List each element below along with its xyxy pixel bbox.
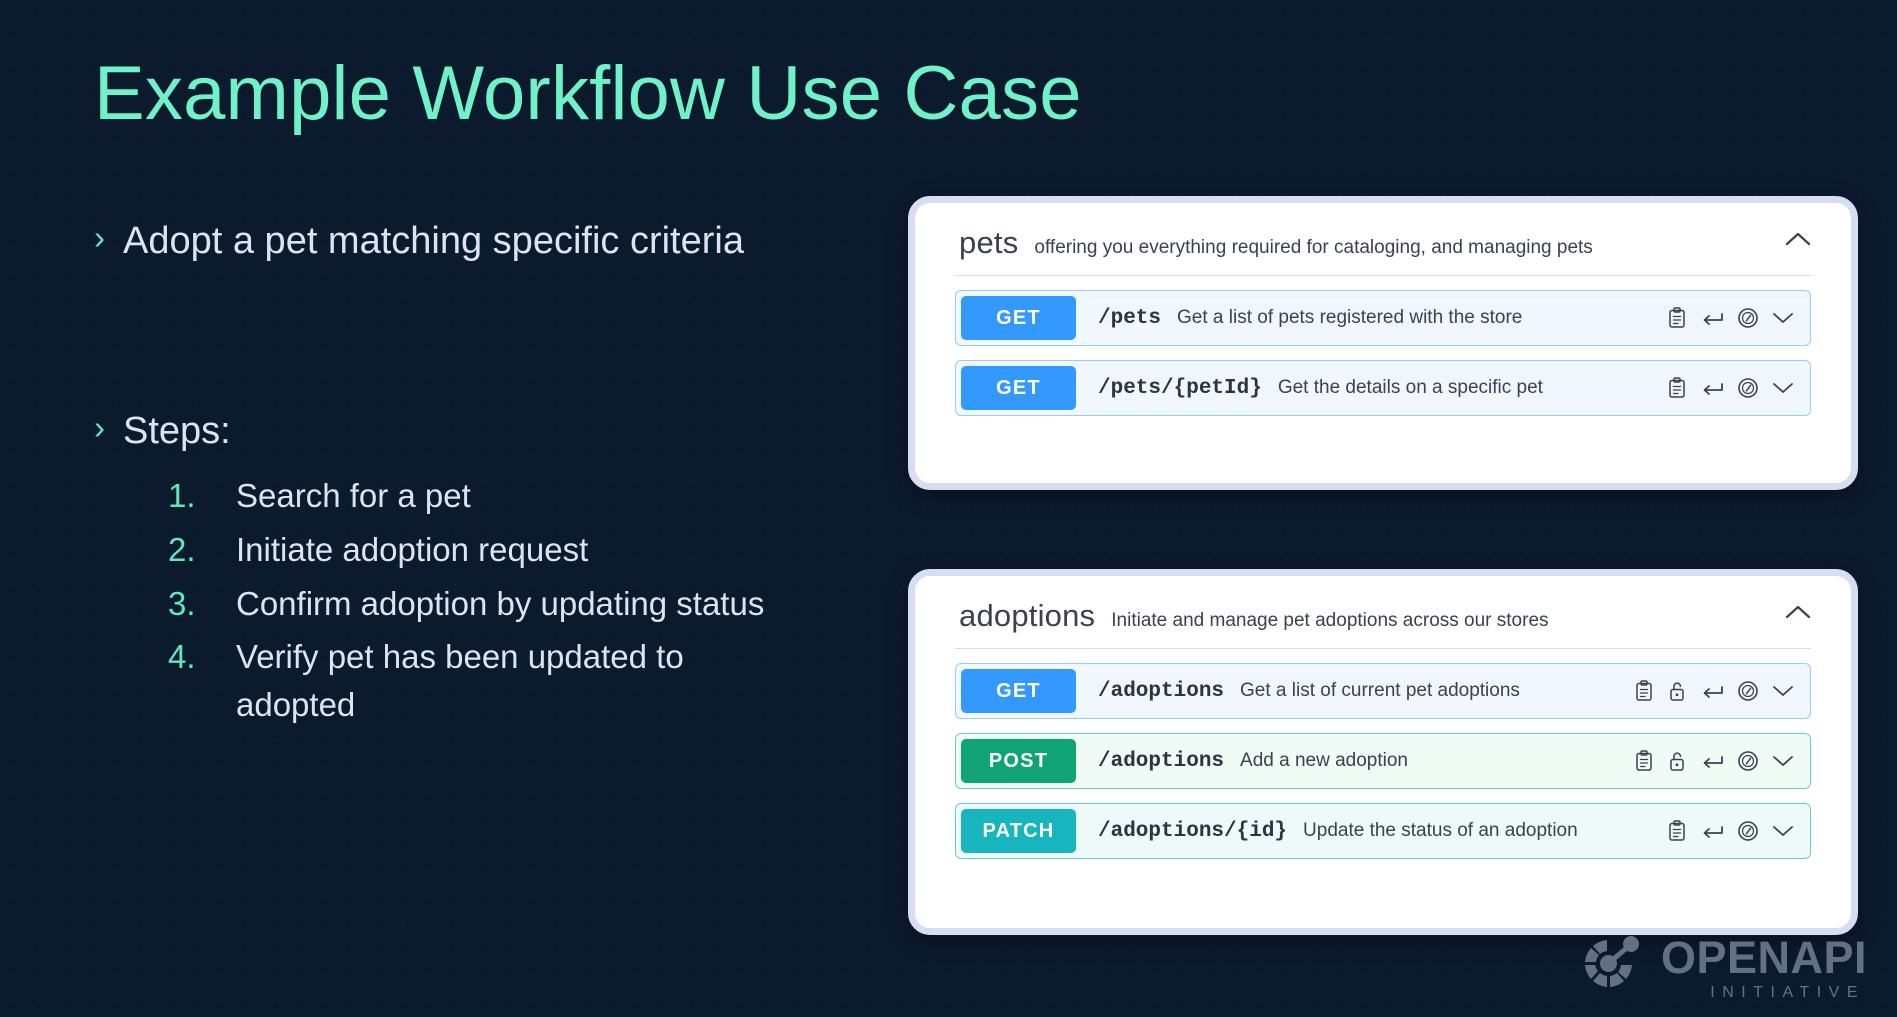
arrow-return-icon[interactable]: [1700, 379, 1724, 397]
openapi-subtitle: INITIATIVE: [1710, 983, 1865, 1001]
operations-list-adoptions: GET /adoptions Get a list of current pet…: [915, 649, 1851, 877]
operation-icons: [1667, 820, 1794, 842]
chevron-down-icon[interactable]: [1772, 381, 1794, 395]
method-badge: GET: [961, 669, 1076, 713]
operation-row-post-adoptions[interactable]: POST /adoptions Add a new adoption: [955, 733, 1811, 789]
step-label: Confirm adoption by updating status: [236, 584, 765, 622]
step-label: Search for a pet: [236, 476, 471, 514]
bullet-adopt-pet: › Adopt a pet matching specific criteria: [94, 215, 854, 267]
compass-icon[interactable]: [1737, 680, 1759, 702]
card-header-pets[interactable]: pets offering you everything required fo…: [915, 203, 1851, 275]
list-item: 3. Confirm adoption by updating status: [168, 580, 854, 628]
clipboard-icon[interactable]: [1667, 377, 1687, 399]
list-item: 1. Search for a pet: [168, 472, 854, 520]
operation-row-get-pets-petid[interactable]: GET /pets/{petId} Get the details on a s…: [955, 360, 1811, 416]
compass-icon[interactable]: [1737, 750, 1759, 772]
operation-path: /adoptions: [1098, 749, 1225, 773]
operation-row-get-pets[interactable]: GET /pets Get a list of pets registered …: [955, 290, 1811, 346]
card-title: pets: [959, 225, 1019, 260]
operation-path: /adoptions: [1098, 679, 1225, 703]
arrow-return-icon[interactable]: [1700, 752, 1724, 770]
clipboard-icon[interactable]: [1667, 307, 1687, 329]
content-left-column: › Adopt a pet matching specific criteria…: [94, 215, 854, 735]
operation-icons: [1634, 680, 1794, 702]
card-header-adoptions[interactable]: adoptions Initiate and manage pet adopti…: [915, 576, 1851, 648]
clipboard-icon[interactable]: [1634, 680, 1654, 702]
clipboard-icon[interactable]: [1667, 820, 1687, 842]
chevron-down-icon[interactable]: [1772, 754, 1794, 768]
clipboard-icon[interactable]: [1634, 750, 1654, 772]
operation-icons: [1667, 307, 1794, 329]
operation-path: /pets: [1098, 306, 1162, 330]
operation-summary: Update the status of an adoption: [1303, 820, 1578, 841]
api-card-pets: pets offering you everything required fo…: [908, 196, 1858, 490]
divider: [955, 648, 1811, 649]
arrow-return-icon[interactable]: [1700, 822, 1724, 840]
lock-open-icon[interactable]: [1667, 680, 1687, 702]
openapi-wordmark: OPENAPI INITIATIVE: [1661, 935, 1867, 1001]
chevron-down-icon[interactable]: [1772, 311, 1794, 325]
step-number: 2.: [168, 530, 196, 568]
operation-summary: Get a list of current pet adoptions: [1240, 680, 1520, 701]
bullet-steps: › Steps:: [94, 405, 854, 457]
chevron-down-icon[interactable]: [1772, 684, 1794, 698]
operations-list-pets: GET /pets Get a list of pets registered …: [915, 276, 1851, 434]
bullet-label: Adopt a pet matching specific criteria: [123, 220, 744, 262]
operation-icons: [1634, 750, 1794, 772]
method-badge: POST: [961, 739, 1076, 783]
operation-summary: Get a list of pets registered with the s…: [1177, 307, 1523, 328]
api-card-adoptions: adoptions Initiate and manage pet adopti…: [908, 569, 1858, 935]
bullet-label: Steps:: [123, 410, 231, 453]
arrow-return-icon[interactable]: [1700, 309, 1724, 327]
card-title: adoptions: [959, 598, 1096, 633]
step-label: Verify pet has been updated to adopted: [236, 638, 684, 724]
compass-icon[interactable]: [1737, 377, 1759, 399]
operation-row-get-adoptions[interactable]: GET /adoptions Get a list of current pet…: [955, 663, 1811, 719]
card-description: Initiate and manage pet adoptions across…: [1111, 610, 1549, 631]
openapi-mark-icon: [1577, 932, 1647, 1003]
openapi-name: OPENAPI: [1660, 931, 1867, 983]
chevron-up-icon[interactable]: [1781, 595, 1815, 629]
method-badge: PATCH: [961, 809, 1076, 853]
step-number: 3.: [168, 584, 196, 622]
page-title: Example Workflow Use Case: [94, 51, 1082, 136]
chevron-right-icon: ›: [94, 219, 105, 256]
operation-path: /pets/{petId}: [1098, 376, 1262, 400]
divider: [955, 275, 1811, 276]
compass-icon[interactable]: [1737, 820, 1759, 842]
operation-summary: Get the details on a specific pet: [1277, 377, 1543, 398]
lock-open-icon[interactable]: [1667, 750, 1687, 772]
operation-path: /adoptions/{id}: [1098, 819, 1288, 843]
method-badge: GET: [961, 366, 1076, 410]
step-number: 1.: [168, 476, 196, 514]
chevron-down-icon[interactable]: [1772, 824, 1794, 838]
compass-icon[interactable]: [1737, 307, 1759, 329]
operation-row-patch-adoptions-id[interactable]: PATCH /adoptions/{id} Update the status …: [955, 803, 1811, 859]
steps-list: 1. Search for a pet 2. Initiate adoption…: [168, 472, 854, 729]
chevron-up-icon[interactable]: [1781, 222, 1815, 256]
list-item: 2. Initiate adoption request: [168, 526, 854, 574]
step-number: 4.: [168, 638, 196, 676]
operation-icons: [1667, 377, 1794, 399]
method-badge: GET: [961, 296, 1076, 340]
list-item: 4. Verify pet has been updated to adopte…: [168, 633, 854, 729]
step-label: Initiate adoption request: [236, 530, 589, 568]
chevron-right-icon: ›: [94, 409, 105, 447]
operation-summary: Add a new adoption: [1240, 750, 1408, 771]
openapi-initiative-logo: OPENAPI INITIATIVE: [1577, 932, 1867, 1003]
card-description: offering you everything required for cat…: [1034, 237, 1593, 258]
arrow-return-icon[interactable]: [1700, 682, 1724, 700]
